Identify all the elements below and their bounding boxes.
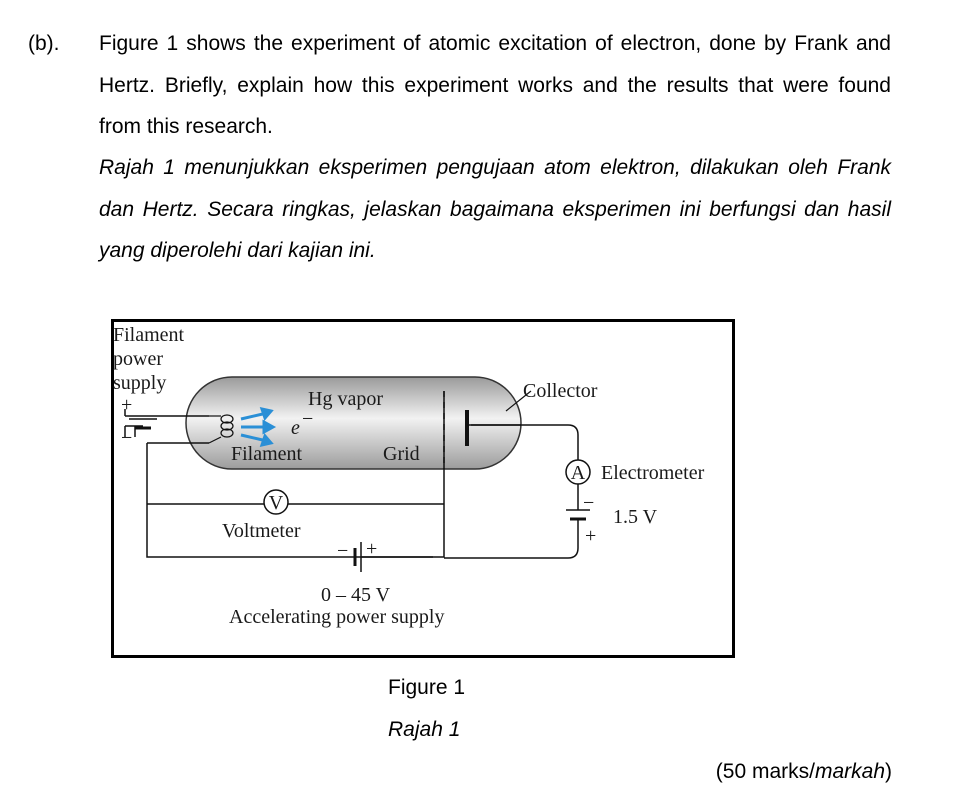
label-electron-charge: − xyxy=(302,408,313,430)
acc-battery-minus: − xyxy=(337,540,348,562)
english-line-1: Figure 1 shows the experiment of atomic … xyxy=(99,32,787,55)
marks-italic: markah xyxy=(814,760,885,783)
voltmeter-letter: V xyxy=(269,492,284,514)
english-line-2: Frank and Hertz. Briefly, explain how th… xyxy=(99,32,891,97)
franck-hertz-figure: V A Filament power supply + − Hg vapor e… xyxy=(111,319,735,658)
ammeter-letter: A xyxy=(571,462,586,484)
malay-line-3: berfungsi dan hasil yang diperolehi dari… xyxy=(99,197,891,263)
figure-caption-english: Figure 1 xyxy=(388,676,466,699)
filament-plus: + xyxy=(121,394,132,416)
filament-battery-symbol xyxy=(129,418,157,430)
acc-battery-plus: + xyxy=(366,538,377,560)
filament-coil xyxy=(208,414,234,444)
label-electrometer: Electrometer xyxy=(601,462,705,484)
collector-battery-symbol xyxy=(566,495,590,533)
vapor-tube xyxy=(185,376,522,470)
collector-plate xyxy=(465,390,532,446)
label-acc-range: 0 – 45 V xyxy=(321,584,391,606)
marks-suffix: ) xyxy=(885,760,892,783)
label-filament: Filament xyxy=(231,443,303,465)
accelerating-battery-symbol xyxy=(353,542,362,572)
label-acc-supply: Accelerating power supply xyxy=(229,606,444,628)
label-filament-power-1: Filament xyxy=(113,324,185,346)
ammeter-symbol xyxy=(565,459,591,485)
label-voltmeter: Voltmeter xyxy=(222,520,301,542)
malay-line-2: oleh Frank dan Hertz. Secara ringkas, je… xyxy=(99,156,891,221)
question-text-malay: Rajah 1 menunjukkan eksperimen pengujaan… xyxy=(99,147,891,272)
voltmeter-symbol xyxy=(263,489,289,515)
malay-line-1: Rajah 1 menunjukkan eksperimen pengujaan… xyxy=(99,156,779,179)
figure-caption-malay: Rajah 1 xyxy=(388,718,461,741)
label-hg-vapor: Hg vapor xyxy=(308,388,383,410)
question-text-english: Figure 1 shows the experiment of atomic … xyxy=(99,23,891,148)
marks-prefix: (50 marks/ xyxy=(715,760,815,783)
collector-battery-minus: − xyxy=(583,492,594,514)
english-line-3: results that were found from this resear… xyxy=(99,73,891,139)
label-collector-voltage: 1.5 V xyxy=(613,506,658,528)
label-electron: e xyxy=(291,417,300,439)
label-collector: Collector xyxy=(523,380,598,402)
marks-allocation: (50 marks/markah) xyxy=(716,760,892,784)
label-filament-power-3: supply xyxy=(113,372,166,394)
question-number: (b). xyxy=(28,32,60,55)
electron-arrows xyxy=(240,406,277,448)
label-grid: Grid xyxy=(383,443,420,465)
label-filament-power-2: power xyxy=(113,348,163,370)
filament-minus: − xyxy=(121,427,132,449)
collector-battery-plus: + xyxy=(585,525,596,547)
